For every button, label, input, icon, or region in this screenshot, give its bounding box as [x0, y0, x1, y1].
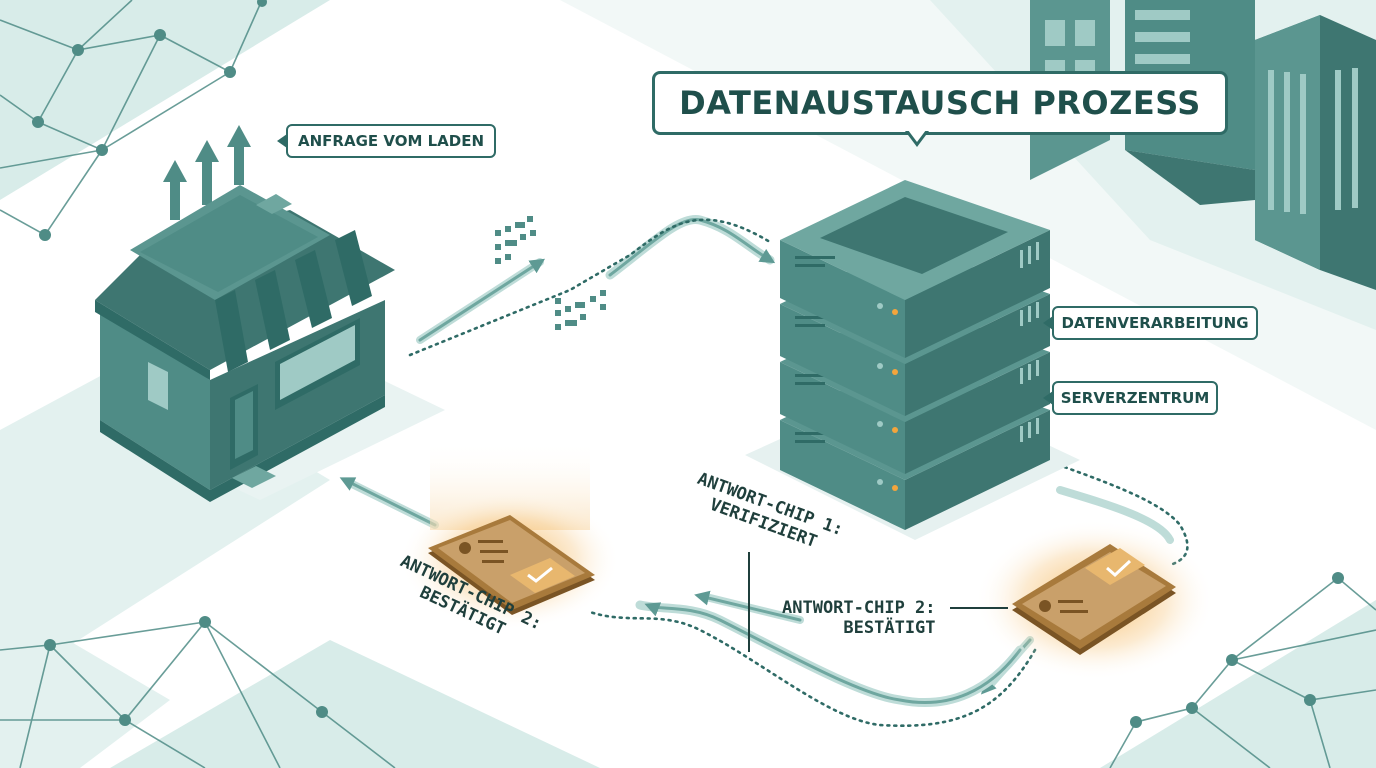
chip-right-annotation: ANTWORT-CHIP 2: BESTÄTIGT	[782, 598, 936, 638]
request-tag-notch	[277, 134, 287, 148]
server-center-tag-notch	[1043, 391, 1053, 405]
response-chip-icon	[400, 440, 620, 630]
chip-mid-leader	[748, 552, 750, 652]
data-packet-icon	[495, 216, 606, 330]
upload-arrows	[163, 125, 251, 220]
request-label: ANFRAGE VOM LADEN	[286, 124, 496, 158]
response-chip-icon	[975, 520, 1215, 680]
chip-right-line2: BESTÄTIGT	[843, 618, 936, 638]
processing-label: DATENVERARBEITUNG	[1052, 306, 1258, 340]
chip-right-line1: ANTWORT-CHIP 2:	[782, 598, 936, 618]
chip-right-leader	[950, 607, 1008, 609]
server-stack-icon	[780, 180, 1050, 530]
title-pointer-inner	[908, 130, 926, 142]
server-center-label: SERVERZENTRUM	[1052, 381, 1218, 415]
network-mesh-icon	[0, 620, 396, 768]
processing-tag-notch	[1043, 316, 1053, 330]
store-icon	[95, 185, 395, 502]
page-title: DATENAUSTAUSCH PROZESS	[652, 71, 1228, 135]
flow-arrows	[339, 214, 1189, 727]
